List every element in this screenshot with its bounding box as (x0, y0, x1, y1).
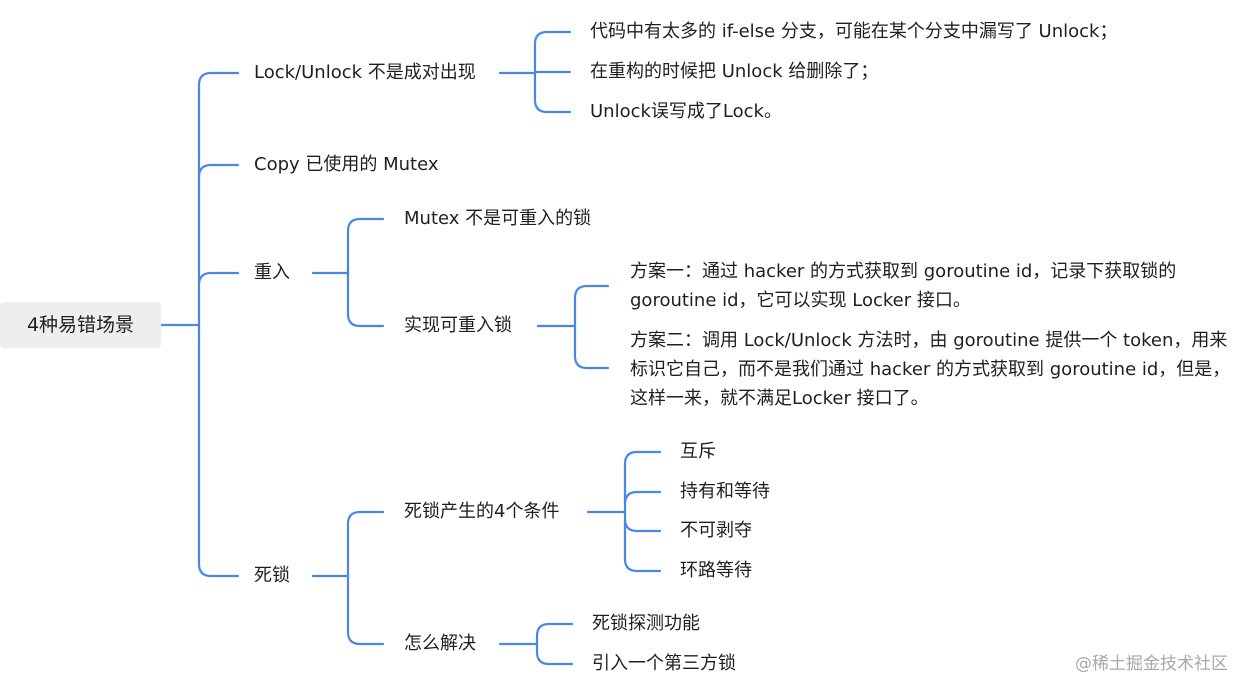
condition-no-preemption[interactable]: 不可剥夺 (680, 520, 752, 541)
connector-reentrant (311, 217, 385, 328)
connector-lockunlock (498, 30, 572, 114)
condition-mutual-exclusion[interactable]: 互斥 (680, 441, 716, 462)
watermark: @稀土掘金技术社区 (1075, 654, 1228, 674)
connector-solve (498, 622, 574, 666)
solve-third-party-lock[interactable]: 引入一个第三方锁 (592, 653, 736, 674)
connector-deadlock (311, 510, 385, 646)
scheme-one[interactable]: 方案一：通过 hacker 的方式获取到 goroutine id，记录下获取锁… (630, 261, 1177, 311)
root-node[interactable]: 4种易错场景 (0, 302, 161, 348)
leaf-miswrite[interactable]: Unlock误写成了Lock。 (590, 101, 782, 122)
connector-level1-trunk (197, 71, 240, 578)
condition-circular-wait[interactable]: 环路等待 (680, 560, 752, 581)
node-reentrant[interactable]: 重入 (254, 262, 290, 283)
scheme-two[interactable]: 方案二：调用 Lock/Unlock 方法时，由 goroutine 提供一个 … (630, 330, 1231, 409)
leaf-refactor[interactable]: 在重构的时候把 Unlock 给删除了； (590, 61, 879, 82)
solve-detection[interactable]: 死锁探测功能 (592, 613, 700, 634)
leaf-if-else[interactable]: 代码中有太多的 if-else 分支，可能在某个分支中漏写了 Unlock； (590, 21, 1118, 42)
node-mutex-not-reentrant[interactable]: Mutex 不是可重入的锁 (404, 208, 592, 229)
node-copy-mutex[interactable]: Copy 已使用的 Mutex (254, 154, 439, 175)
condition-hold-and-wait[interactable]: 持有和等待 (680, 481, 770, 502)
node-how-to-solve[interactable]: 怎么解决 (404, 633, 476, 654)
node-implement-reentrant[interactable]: 实现可重入锁 (404, 315, 512, 336)
connector-conditions (586, 450, 662, 573)
node-deadlock-conditions[interactable]: 死锁产生的4个条件 (404, 501, 560, 522)
node-deadlock[interactable]: 死锁 (254, 565, 290, 586)
connector-implement (536, 284, 610, 370)
node-lock-unlock[interactable]: Lock/Unlock 不是成对出现 (254, 62, 476, 83)
